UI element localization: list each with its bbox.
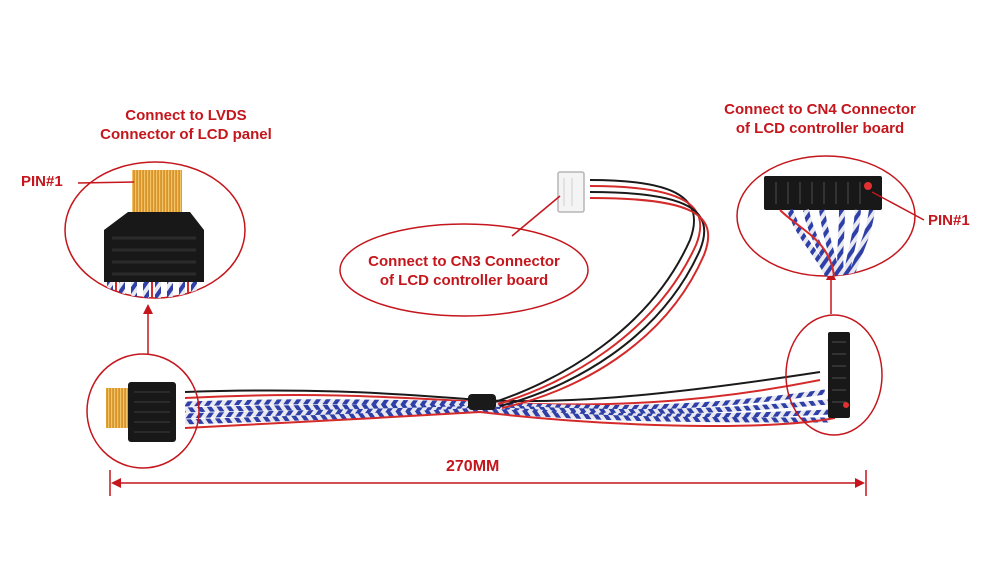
main-cable-bundle <box>184 371 836 429</box>
cn3-label-line1: Connect to CN3 Connector <box>368 253 560 270</box>
cn3-branch-wires <box>494 171 710 409</box>
cable-length-label: 270MM <box>446 458 500 475</box>
lvds-connector-callout <box>64 161 246 299</box>
cn4-label-line2: of LCD controller board <box>735 120 905 137</box>
cn4-connector-callout <box>736 155 925 277</box>
cn4-label-line1: Connect to CN4 Connector <box>724 101 916 118</box>
cn3-label-line2: of LCD controller board <box>379 272 549 289</box>
pin1-label-right: PIN#1 <box>928 212 970 229</box>
dimension-line <box>109 470 867 496</box>
lvds-label-line2: Connector of LCD panel <box>100 126 272 143</box>
cn3-label-callout <box>339 195 589 317</box>
cn4-connector-label: Connect to CN4 Connector of LCD controll… <box>702 100 938 138</box>
pin1-label-left: PIN#1 <box>21 173 63 190</box>
cn3-connector-label: Connect to CN3 Connector of LCD controll… <box>345 252 583 290</box>
right-small-callout <box>785 270 883 436</box>
lvds-label-line1: Connect to LVDS <box>125 107 247 124</box>
left-small-callout <box>86 304 200 469</box>
lvds-connector-label: Connect to LVDS Connector of LCD panel <box>88 106 284 144</box>
